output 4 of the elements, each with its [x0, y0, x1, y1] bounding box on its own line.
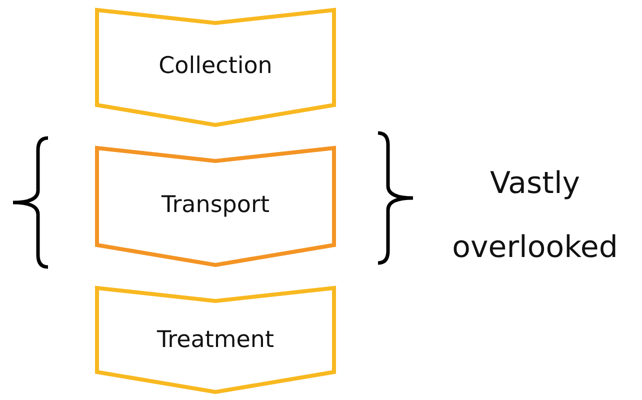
step-label: Collection [158, 53, 274, 79]
step-label: Transport [160, 192, 270, 218]
step-label: Treatment [156, 327, 276, 353]
annotation-text: Vastly overlooked [451, 165, 619, 267]
